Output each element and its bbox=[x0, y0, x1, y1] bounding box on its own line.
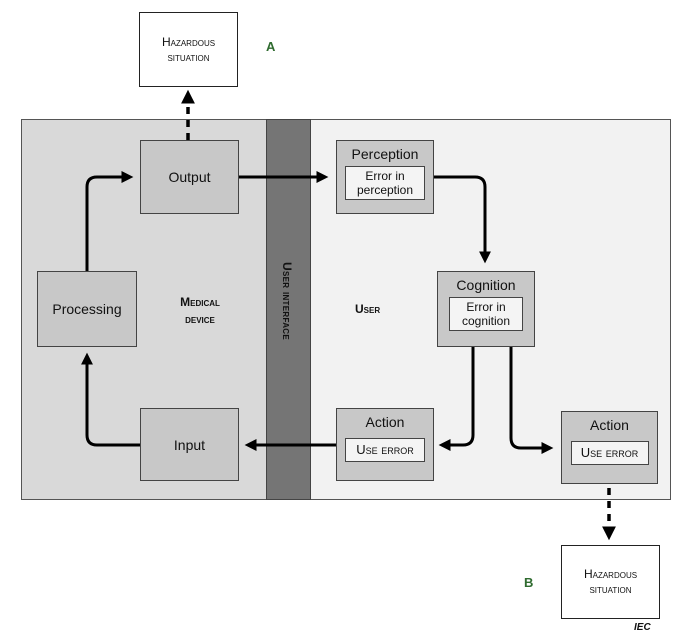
processing-label: Processing bbox=[52, 301, 122, 317]
label-a: A bbox=[266, 39, 276, 54]
user-interface-region bbox=[266, 119, 311, 500]
action-right-box: Action Use error bbox=[561, 411, 658, 484]
medical-device-line1: Medical bbox=[180, 295, 220, 309]
cognition-inner-line1: Error in bbox=[466, 300, 506, 314]
iec-footer: IEC bbox=[634, 622, 651, 633]
hazardous-situation-bottom-box: Hazardous situation bbox=[561, 545, 660, 619]
perception-inner-line2: perception bbox=[356, 183, 414, 197]
label-b: B bbox=[524, 575, 534, 590]
processing-box: Processing bbox=[37, 271, 137, 347]
perception-box: Perception Error in perception bbox=[336, 140, 434, 214]
hazard-bottom-line2: situation bbox=[589, 582, 632, 596]
hazard-top-line1: Hazardous bbox=[161, 34, 216, 49]
output-label: Output bbox=[168, 169, 211, 185]
perception-inner-line1: Error in bbox=[365, 169, 405, 183]
input-box: Input bbox=[140, 408, 239, 481]
error-in-cognition-box: Error in cognition bbox=[449, 297, 523, 331]
input-to-processing-arrow bbox=[81, 352, 140, 447]
use-error-right-label: Use error bbox=[580, 445, 639, 460]
use-error-left-box: Use error bbox=[345, 438, 425, 462]
cognition-title: Cognition bbox=[456, 277, 516, 293]
action-right-title: Action bbox=[590, 417, 629, 433]
processing-to-output-arrow bbox=[85, 171, 134, 271]
use-error-right-box: Use error bbox=[570, 441, 649, 465]
error-in-perception-box: Error in perception bbox=[345, 166, 425, 200]
hazard-top-line2: situation bbox=[167, 49, 210, 64]
user-interface-label: User interface bbox=[280, 262, 294, 340]
cognition-inner-line2: cognition bbox=[461, 314, 511, 328]
use-error-left-label: Use error bbox=[356, 442, 414, 457]
hazardous-situation-top-box: Hazardous situation bbox=[139, 12, 238, 87]
action-left-title: Action bbox=[365, 414, 405, 430]
cognition-box: Cognition Error in cognition bbox=[437, 271, 535, 347]
input-label: Input bbox=[173, 436, 206, 453]
cognition-to-action-right-arrow bbox=[509, 346, 554, 454]
hazard-bottom-line1: Hazardous bbox=[583, 567, 638, 581]
cognition-to-action-left-arrow bbox=[438, 346, 475, 451]
output-box: Output bbox=[140, 140, 239, 214]
perception-to-cognition-arrow bbox=[434, 175, 491, 264]
medical-device-line2: device bbox=[185, 312, 215, 326]
medical-device-label: Medical device bbox=[160, 294, 240, 328]
perception-title: Perception bbox=[351, 146, 419, 162]
user-label: User bbox=[355, 302, 381, 316]
action-left-box: Action Use error bbox=[336, 408, 434, 481]
